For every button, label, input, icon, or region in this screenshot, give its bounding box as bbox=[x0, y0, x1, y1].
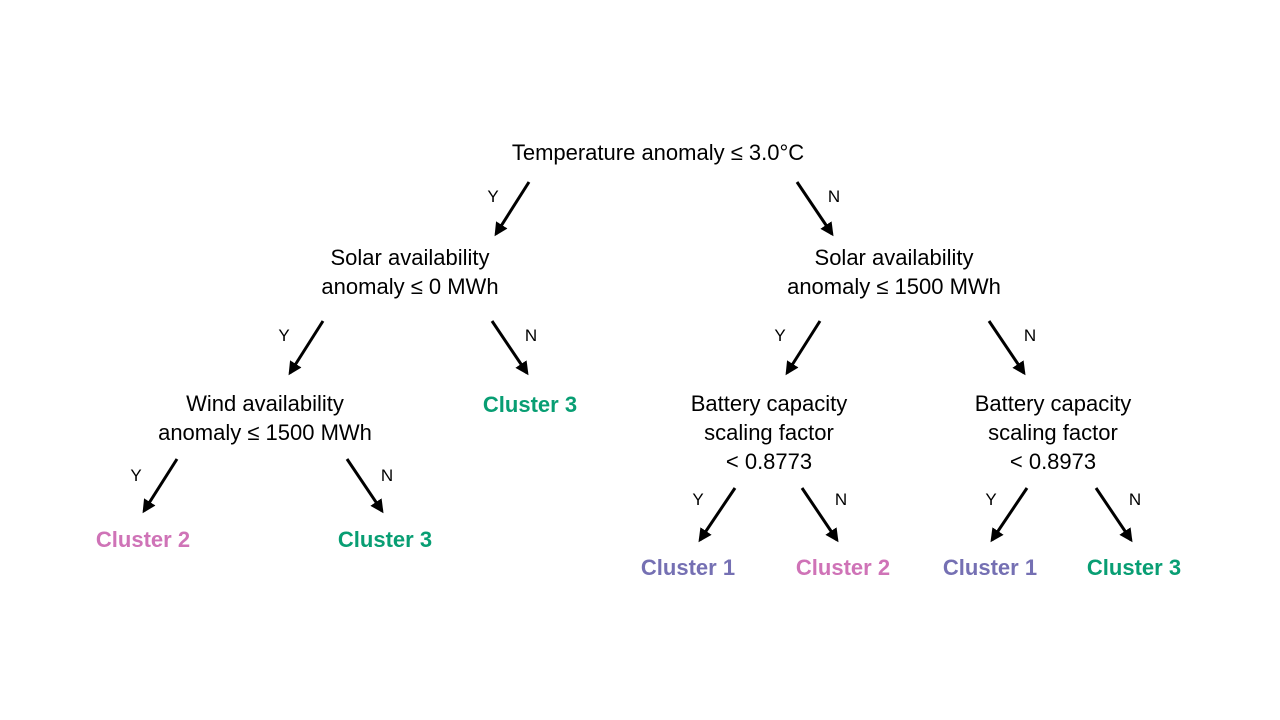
arrow-solar-right-no bbox=[987, 320, 1026, 376]
branch-label-wind-yes: Y bbox=[130, 466, 142, 485]
branch-label-root-no: N bbox=[827, 187, 841, 206]
branch-label-solar-right-no: N bbox=[1023, 326, 1037, 345]
leaf-battery-right-no: Cluster 3 bbox=[1086, 555, 1182, 580]
node-battery-right-line3: < 0.8973 bbox=[1009, 449, 1097, 474]
leaf-battery-left-yes: Cluster 1 bbox=[640, 555, 736, 580]
arrow-root-no bbox=[795, 181, 834, 237]
node-battery-left: Battery capacity scaling factor < 0.8773 bbox=[691, 389, 848, 476]
node-battery-right-line1: Battery capacity bbox=[974, 391, 1132, 416]
arrow-solar-right-yes bbox=[785, 320, 822, 376]
branch-label-battery-right-no: N bbox=[1128, 490, 1142, 509]
leaf-wind-no: Cluster 3 bbox=[337, 527, 433, 552]
branch-label-solar-left-no: N bbox=[524, 326, 538, 345]
node-solar-left: Solar availability anomaly ≤ 0 MWh bbox=[321, 243, 498, 301]
node-wind-line2: anomaly ≤ 1500 MWh bbox=[158, 420, 372, 445]
arrow-wind-no bbox=[345, 458, 384, 514]
branch-label-wind-no: N bbox=[380, 466, 394, 485]
arrow-battery-right-no bbox=[1094, 487, 1133, 543]
branch-label-battery-left-no: N bbox=[834, 490, 848, 509]
branch-label-root-yes: Y bbox=[487, 187, 499, 206]
leaf-wind-yes: Cluster 2 bbox=[95, 527, 191, 552]
arrow-battery-right-yes bbox=[990, 487, 1029, 543]
node-battery-right: Battery capacity scaling factor < 0.8973 bbox=[975, 389, 1132, 476]
leaf-solar-left-no: Cluster 3 bbox=[482, 392, 578, 417]
leaf-battery-right-yes: Cluster 1 bbox=[942, 555, 1038, 580]
node-solar-left-line1: Solar availability bbox=[330, 245, 490, 270]
arrow-root-yes bbox=[494, 181, 531, 237]
node-battery-left-line1: Battery capacity bbox=[690, 391, 848, 416]
arrow-battery-left-no bbox=[800, 487, 839, 543]
node-battery-left-line2: scaling factor bbox=[704, 420, 834, 445]
branch-label-battery-right-yes: Y bbox=[985, 490, 997, 509]
arrow-solar-left-yes bbox=[288, 320, 325, 376]
node-solar-right: Solar availability anomaly ≤ 1500 MWh bbox=[787, 243, 1001, 301]
node-solar-left-line2: anomaly ≤ 0 MWh bbox=[321, 274, 499, 299]
node-temperature: Temperature anomaly ≤ 3.0°C bbox=[512, 138, 804, 167]
node-battery-left-line3: < 0.8773 bbox=[725, 449, 813, 474]
node-wind-line1: Wind availability bbox=[186, 391, 344, 416]
node-wind: Wind availability anomaly ≤ 1500 MWh bbox=[158, 389, 372, 447]
branch-label-battery-left-yes: Y bbox=[692, 490, 704, 509]
node-temperature-condition: Temperature anomaly ≤ 3.0°C bbox=[511, 140, 805, 165]
node-battery-right-line2: scaling factor bbox=[988, 420, 1118, 445]
arrow-solar-left-no bbox=[490, 320, 529, 376]
node-solar-right-line1: Solar availability bbox=[814, 245, 974, 270]
arrow-wind-yes bbox=[142, 458, 179, 514]
arrow-battery-left-yes bbox=[698, 487, 737, 543]
branch-label-solar-left-yes: Y bbox=[278, 326, 290, 345]
leaf-battery-left-no: Cluster 2 bbox=[795, 555, 891, 580]
branch-label-solar-right-yes: Y bbox=[774, 326, 786, 345]
node-solar-right-line2: anomaly ≤ 1500 MWh bbox=[787, 274, 1001, 299]
